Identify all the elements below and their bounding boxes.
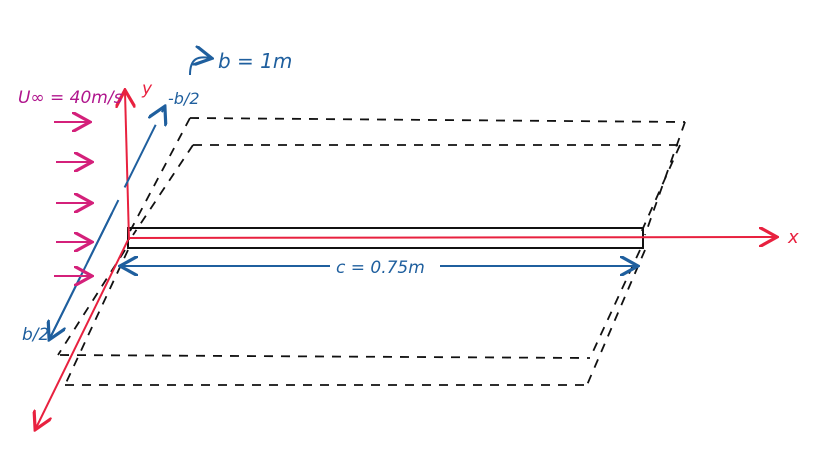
pos-half-span-label: b/2 — [22, 325, 49, 345]
freestream-label: U∞ = 40m/s — [18, 88, 123, 108]
chord-label: c = 0.75m — [336, 258, 425, 278]
z-axis-arrow — [36, 239, 129, 428]
freestream-arrows — [54, 122, 90, 276]
dashed-domain-box — [57, 117, 686, 386]
neg-half-span-label: -b/2 — [168, 89, 200, 108]
span-label: b = 1m — [218, 49, 292, 73]
span-callout-arrow — [189, 57, 210, 76]
x-axis-label: x — [787, 227, 799, 248]
y-axis-arrow — [125, 92, 129, 241]
x-axis-arrow — [127, 237, 775, 238]
y-axis-label: y — [141, 79, 153, 99]
